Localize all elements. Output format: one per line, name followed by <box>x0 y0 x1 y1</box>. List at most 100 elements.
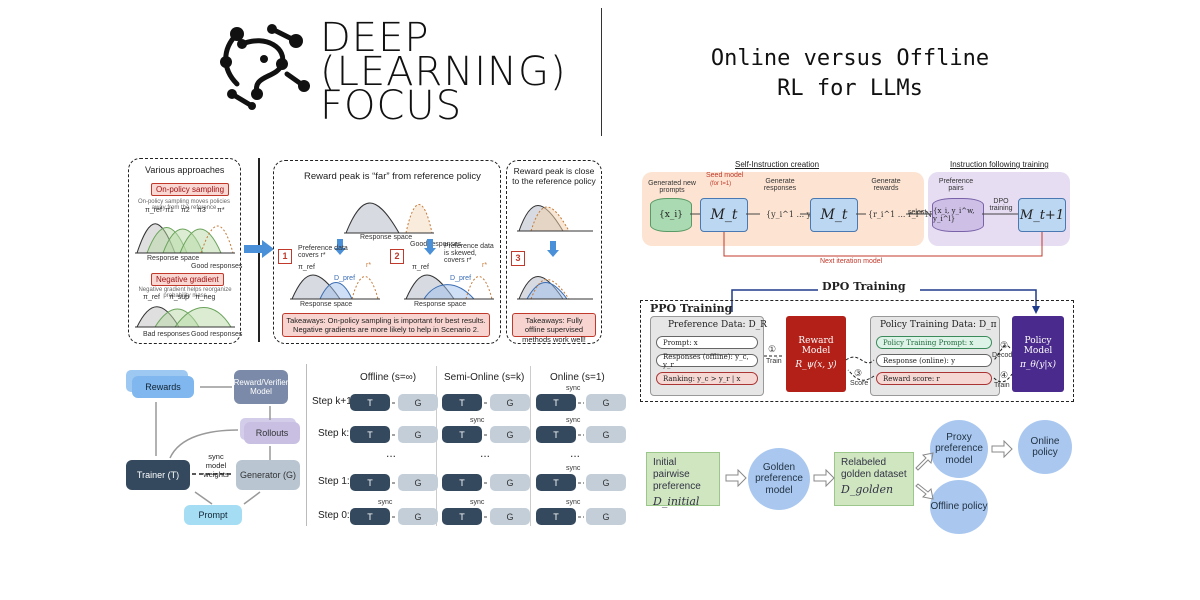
row-label-step-k1: Step k+1: <box>312 396 355 407</box>
initial-preference-symbol: D_initial <box>653 495 700 508</box>
panel-far-title: Reward peak is “far” from reference poli… <box>304 171 481 182</box>
generator-box: Generator (G) <box>236 460 300 490</box>
pi-star-label: π* <box>217 207 225 214</box>
pi-neg-label: π_neg <box>195 294 216 301</box>
ellipsis-2: ... <box>480 446 491 460</box>
row-label-step-k: Step k: <box>318 428 350 439</box>
t-pill: T <box>442 426 482 443</box>
next-iteration-label: Next iteration model <box>820 258 883 265</box>
close-top-curves <box>517 205 593 232</box>
good-responses-label: Good responses <box>191 263 243 270</box>
on-policy-label: On-policy sampling <box>151 183 230 196</box>
pi-1-label: π1 <box>165 207 174 214</box>
page-title-line-2: RL for LLMs <box>777 76 923 101</box>
case-number-2: 2 <box>390 249 404 264</box>
case-number-3: 3 <box>511 251 525 266</box>
far-response-space: Response space <box>360 234 413 241</box>
sync-label: sync <box>566 417 581 424</box>
x-i-label: {x_i} <box>659 210 683 220</box>
prompt-box: Prompt <box>184 505 242 525</box>
case-1-response-space: Response space <box>300 301 353 308</box>
header-divider <box>601 8 602 136</box>
t-pill: T <box>442 474 482 491</box>
negative-gradient-note: Negative gradient helps reorganize proba… <box>138 287 232 299</box>
generate-rewards-label: Generate rewards <box>871 178 901 192</box>
col-header-semi-online: Semi-Online (s=k) <box>444 372 525 383</box>
case-1-rstar: r* <box>366 262 372 269</box>
col-header-offline: Offline (s=∞) <box>360 372 417 383</box>
policy-prompt-row: Policy Training Prompt: x <box>876 336 992 349</box>
self-instruction-header: Self-Instruction creation <box>735 160 820 169</box>
t-pill: T <box>536 394 576 411</box>
case-2-response-space: Response space <box>414 301 467 308</box>
ppo-arrows <box>764 345 1013 383</box>
sync-label: sync <box>566 499 581 506</box>
generate-responses-label: Generate responses <box>763 178 797 192</box>
right-arrow-icon <box>244 240 274 258</box>
pi-sup-label: π_sup <box>169 294 190 301</box>
instruction-training-header: Instruction following training <box>950 160 1049 169</box>
step-3-marker: ③ <box>854 368 863 378</box>
relabeled-dataset-symbol: D_golden <box>841 483 894 496</box>
semi-online-arrows <box>155 386 271 505</box>
pi-3-label: π3 <box>197 207 206 214</box>
dpo-bracket <box>731 289 1040 314</box>
on-policy-curves <box>135 223 235 254</box>
model-mt-next-box: M_t+1 <box>1018 198 1066 232</box>
reward-score-row: Reward score: r <box>876 372 992 385</box>
down-arrow-icon <box>334 239 346 255</box>
panel-reward-peak-far: Reward peak is “far” from reference poli… <box>273 160 501 344</box>
generator-label: Generator (G) <box>239 470 297 480</box>
seed-model-label: Seed model <box>706 172 744 179</box>
t-pill: T <box>350 394 390 411</box>
rewards-label: Rewards <box>145 382 181 392</box>
page-title-line-1: Online versus Offline <box>710 46 990 71</box>
logo-line-focus: FOCUS <box>320 83 463 129</box>
rollouts-box: Rollouts <box>244 422 300 444</box>
reward-score-row-label: Reward score: r <box>883 374 940 383</box>
case-2-dpref: D_pref <box>450 275 472 282</box>
far-takeaway: Takeaways: On-policy sampling is importa… <box>282 313 490 337</box>
close-takeaway: Takeaways: Fully offline supervised meth… <box>512 313 596 344</box>
case-number-1: 1 <box>278 249 292 264</box>
reward-model-label: Reward Model <box>798 336 834 356</box>
step-4-marker: ④ <box>1000 370 1009 380</box>
model-mt-box: M_t <box>700 198 748 232</box>
model-mt-next-label: M_t+1 <box>1019 207 1065 223</box>
close-bottom-curves <box>517 276 593 300</box>
t-pill: T <box>536 508 576 525</box>
trainer-box: Trainer (T) <box>126 460 190 490</box>
panel-reward-peak-close: Reward peak is close to the reference po… <box>506 160 602 344</box>
offline-policy-oval: Offline policy <box>930 480 988 534</box>
case-1-pi-ref: π_ref <box>298 264 315 271</box>
step-4-train: Train <box>994 382 1010 389</box>
step-2-marker: ② <box>1000 340 1009 350</box>
panel-close-title: Reward peak is close to the reference po… <box>512 166 596 186</box>
preference-pairs-label: Preference pairs <box>938 178 974 192</box>
relabeled-dataset-label: Relabeled golden dataset <box>841 457 907 480</box>
dpo-training-title: DPO Training <box>822 280 906 293</box>
t-pill: T <box>350 508 390 525</box>
case-1-text: Preference data covers r* <box>298 245 348 259</box>
row-label-step-0: Step 0: <box>318 510 350 521</box>
sync-label: sync <box>378 499 393 506</box>
reward-verifier-label: Reward/Verifier Model <box>233 378 289 396</box>
step-1-marker: ① <box>768 344 777 354</box>
t-pill: T <box>442 394 482 411</box>
pairs-cylinder: {x_i, y_i^w, y_i^l} <box>932 198 984 232</box>
g-pill: G <box>490 474 530 491</box>
panel-approaches-title: Various approaches <box>145 165 225 175</box>
g-pill: G <box>490 394 530 411</box>
t-pill: T <box>536 426 576 443</box>
response-online-row: Response (online): y <box>876 354 992 367</box>
pi-ref-label: π_ref <box>145 207 162 214</box>
case-2-text: Preference data is skewed, covers r* <box>444 243 494 264</box>
case-1-curves <box>290 274 380 300</box>
response-space-label: Response space <box>147 255 200 262</box>
negative-gradient-curves <box>135 306 235 328</box>
far-good-responses: Good responses <box>410 241 462 248</box>
pair-set-label: {x_i, y_i^w, y_i^l} <box>933 207 975 223</box>
g-pill: G <box>398 474 438 491</box>
trainer-label: Trainer (T) <box>136 470 180 480</box>
